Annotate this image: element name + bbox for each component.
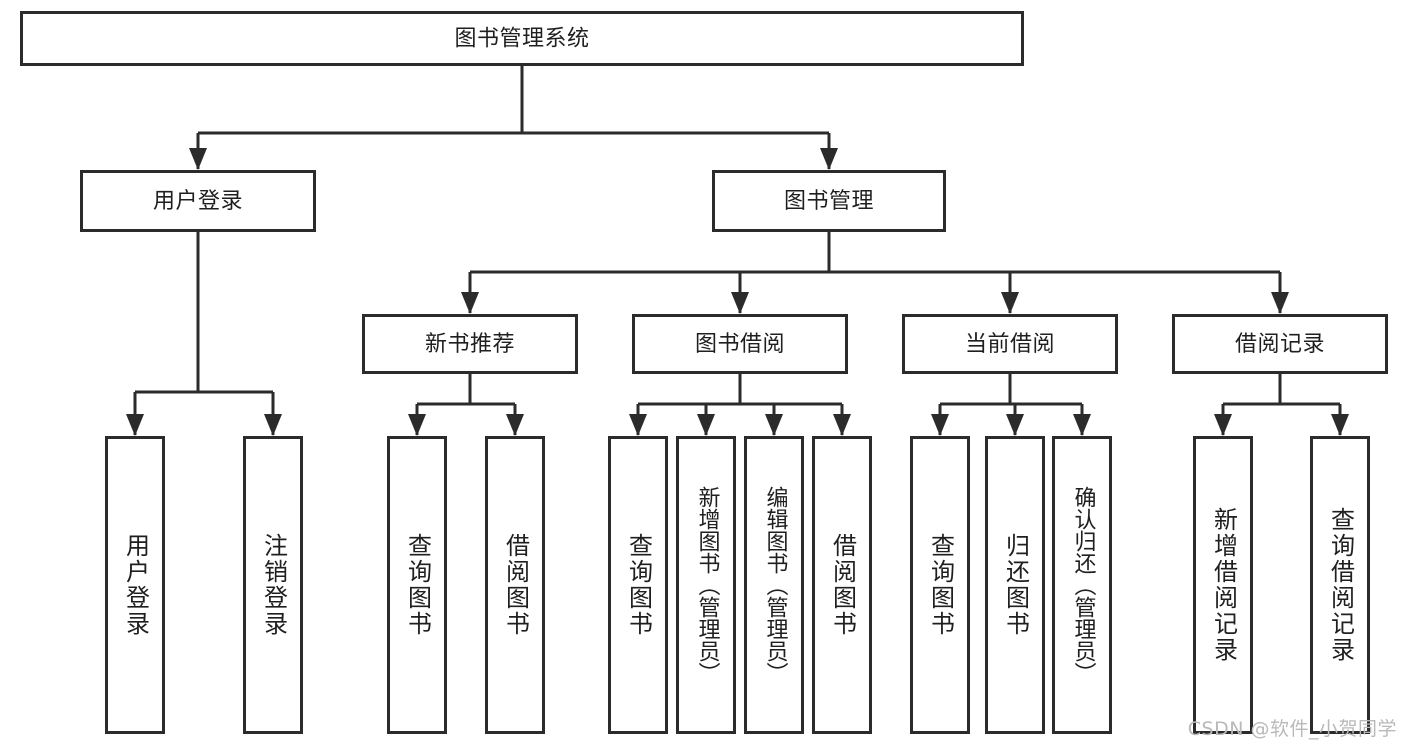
node-leaf-user-login[interactable]	[105, 436, 165, 734]
node-box	[632, 314, 848, 374]
node-box	[20, 11, 1024, 66]
node-book-manage[interactable]: 图书管理	[712, 170, 946, 232]
node-book-borrow[interactable]: 图书借阅	[632, 314, 848, 374]
node-label: 当前借阅	[965, 332, 1055, 357]
node-leaf-cur-return[interactable]	[985, 436, 1045, 734]
node-box	[985, 436, 1045, 734]
node-box	[812, 436, 872, 734]
node-box	[608, 436, 668, 734]
node-box	[744, 436, 804, 734]
node-box	[676, 436, 736, 734]
node-current-borrow[interactable]: 当前借阅	[902, 314, 1118, 374]
node-leaf-rec-borrow[interactable]	[485, 436, 545, 734]
node-box	[1052, 436, 1112, 734]
watermark-label: CSDN @软件_小贺同学	[1187, 718, 1397, 740]
node-box	[80, 170, 316, 232]
node-leaf-user-logout[interactable]	[243, 436, 303, 734]
node-label: 用户登录	[153, 189, 243, 214]
node-leaf-cur-confirm[interactable]	[1052, 436, 1112, 734]
node-box	[485, 436, 545, 734]
node-label: 新书推荐	[425, 332, 515, 357]
node-leaf-borrow-query[interactable]	[608, 436, 668, 734]
node-box	[1310, 436, 1370, 734]
node-box	[712, 170, 946, 232]
node-leaf-borrow-lend[interactable]	[812, 436, 872, 734]
node-box	[1193, 436, 1253, 734]
node-leaf-cur-query[interactable]	[910, 436, 970, 734]
node-leaf-rec-add[interactable]	[1193, 436, 1253, 734]
connector-current-borrow-to-leaves	[931, 374, 1091, 436]
connector-book-manage-to-level3	[461, 232, 1289, 314]
connector-new-book-rec-to-leaves	[408, 374, 524, 436]
node-box	[243, 436, 303, 734]
node-box	[910, 436, 970, 734]
node-box	[387, 436, 447, 734]
node-label: 借阅记录	[1235, 332, 1325, 357]
node-leaf-borrow-edit[interactable]	[744, 436, 804, 734]
node-root[interactable]: 图书管理系统	[20, 11, 1024, 66]
connector-book-borrow-to-leaves	[629, 374, 851, 436]
node-box	[1172, 314, 1388, 374]
node-borrow-record[interactable]: 借阅记录	[1172, 314, 1388, 374]
connector-root-to-level2	[189, 66, 838, 170]
node-user-login[interactable]: 用户登录	[80, 170, 316, 232]
node-leaf-rec-search[interactable]	[1310, 436, 1370, 734]
node-label: 图书管理	[784, 189, 874, 214]
node-label: 图书借阅	[695, 332, 785, 357]
connector-borrow-record-to-leaves	[1214, 374, 1349, 436]
node-leaf-rec-query[interactable]	[387, 436, 447, 734]
node-box	[902, 314, 1118, 374]
node-box	[105, 436, 165, 734]
connector-user-login-to-leaves	[126, 232, 282, 436]
connector-layer	[126, 66, 1349, 436]
node-leaf-borrow-add[interactable]	[676, 436, 736, 734]
node-label: 图书管理系统	[454, 27, 589, 52]
node-new-book-rec[interactable]: 新书推荐	[362, 314, 578, 374]
node-box	[362, 314, 578, 374]
